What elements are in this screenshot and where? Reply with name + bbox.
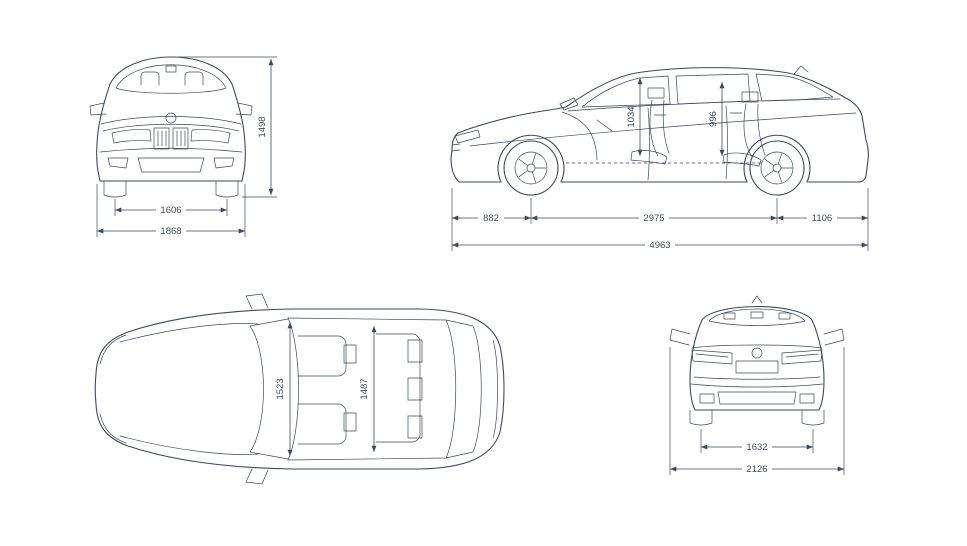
dim-side-rear-overhang: 1106 xyxy=(777,212,868,224)
dim-side-front-headroom: 1034 xyxy=(626,78,643,156)
dim-front-width: 1868 xyxy=(96,184,246,237)
dim-side-lengths: 882 2975 1106 4963 xyxy=(451,188,869,251)
dim-label-background xyxy=(156,225,186,237)
rear-mirrors xyxy=(669,328,845,346)
dim-value-width: 1868 xyxy=(160,226,181,237)
dim-front-height: 1498 xyxy=(178,56,277,198)
dim-top-rear-interior-width: 1487 xyxy=(359,326,377,452)
dim-value-height: 1498 xyxy=(257,116,268,137)
front-interior-headrests xyxy=(140,65,204,86)
dim-value-front-interior-width: 1523 xyxy=(275,378,286,399)
top-hood-windshield-lines xyxy=(99,317,299,461)
side-interior-seats xyxy=(561,87,766,167)
dim-front-track: 1606 xyxy=(114,199,228,216)
front-headlights xyxy=(111,129,231,144)
front-hood-lines xyxy=(100,116,242,132)
dim-value-track: 1606 xyxy=(160,205,181,216)
side-body-lines xyxy=(469,65,857,181)
dim-value-wheelbase: 2975 xyxy=(643,213,664,224)
dim-value-rear-headroom: 996 xyxy=(708,111,719,127)
dim-side-front-overhang: 882 xyxy=(452,212,531,224)
front-kidney-grille xyxy=(153,127,189,150)
dim-value-overall-length: 4963 xyxy=(649,240,670,251)
dim-label-background xyxy=(478,212,504,224)
top-rear-bench xyxy=(375,333,423,443)
rear-window xyxy=(708,295,806,326)
dim-value-rear-track: 1632 xyxy=(746,442,767,453)
front-mirrors xyxy=(89,102,253,116)
dim-value-front-headroom: 1034 xyxy=(626,106,637,127)
rear-view: 1632 2126 xyxy=(669,295,845,475)
side-windows xyxy=(581,73,834,108)
top-mirrors xyxy=(245,293,269,485)
top-body-outline xyxy=(94,308,505,470)
dim-rear-track: 1632 xyxy=(700,429,814,453)
front-body-outline xyxy=(96,56,246,182)
side-view: 1034 996 882 2975 1106 xyxy=(450,65,869,251)
side-body-outline xyxy=(450,67,869,183)
dim-label-background xyxy=(639,212,669,224)
dim-label-background xyxy=(156,204,186,216)
dim-top-front-interior-width: 1523 xyxy=(275,322,293,456)
top-roof-rear-lines xyxy=(287,317,498,461)
front-windshield xyxy=(115,64,227,94)
top-view: 1523 1487 xyxy=(94,293,505,485)
dim-side-overall-length: 4963 xyxy=(452,239,868,251)
dim-label-background xyxy=(807,212,837,224)
rear-wheel xyxy=(749,140,805,196)
dim-label-background xyxy=(645,239,675,251)
dim-value-front-overhang: 882 xyxy=(483,213,499,224)
rear-tailgate-bumper xyxy=(690,344,824,405)
dim-label-background xyxy=(742,463,772,475)
front-wheel xyxy=(503,140,559,196)
top-front-seats xyxy=(297,335,357,445)
front-bumper-details xyxy=(99,147,243,173)
dim-label-background xyxy=(742,441,772,453)
dim-value-rear-overhang: 1106 xyxy=(812,213,832,224)
front-wheels xyxy=(103,180,239,198)
rear-wheels xyxy=(689,409,825,426)
dim-rear-width: 2126 xyxy=(669,347,845,475)
rear-bmw-roundel xyxy=(751,347,763,359)
front-bmw-roundel xyxy=(165,112,177,124)
dim-value-rear-width: 2126 xyxy=(746,464,767,475)
dim-side-wheelbase: 2975 xyxy=(531,212,777,224)
dim-side-rear-headroom: 996 xyxy=(708,82,725,156)
front-view: 1498 1606 1868 xyxy=(89,56,277,237)
rear-body-outline xyxy=(689,305,825,411)
side-front-details xyxy=(451,129,481,152)
rear-taillights xyxy=(691,349,823,365)
dim-value-rear-interior-width: 1487 xyxy=(359,378,370,399)
